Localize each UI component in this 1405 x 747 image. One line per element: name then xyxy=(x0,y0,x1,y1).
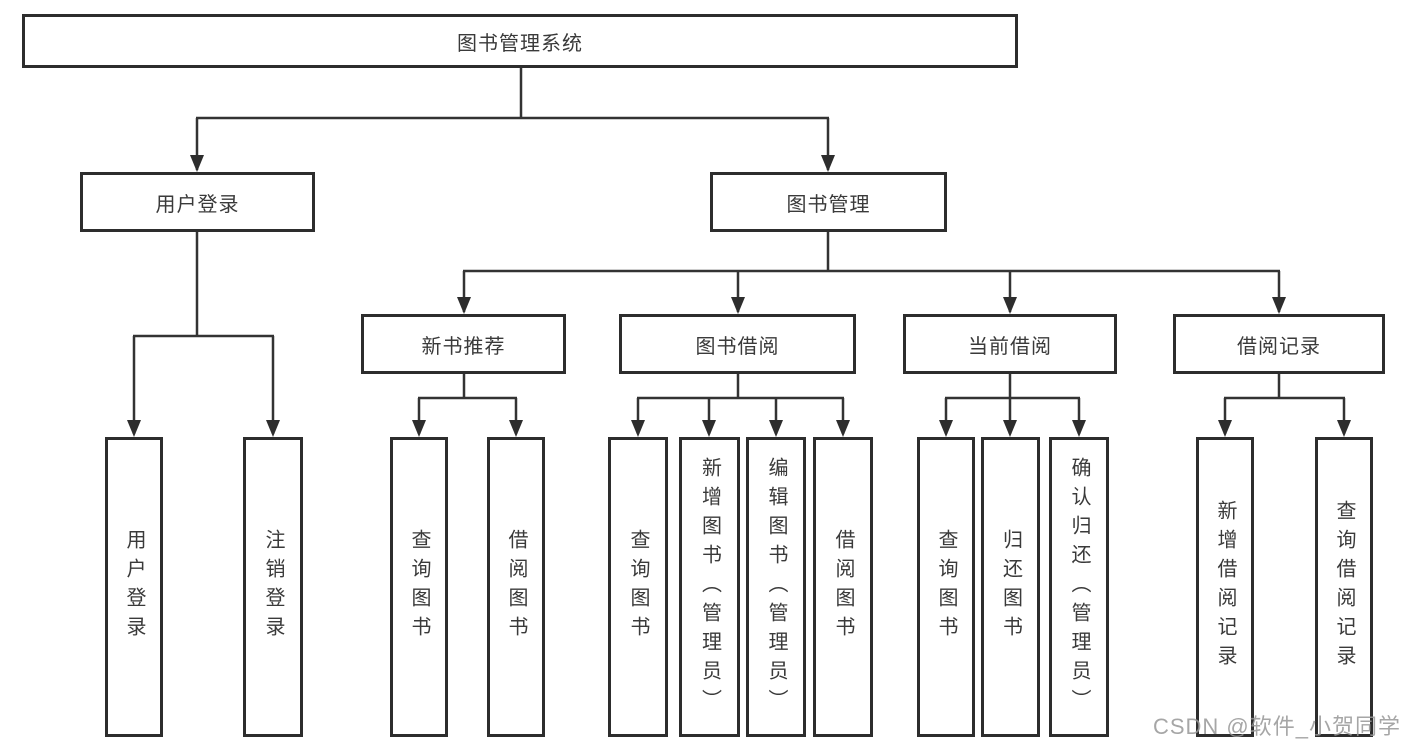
node-leaf-add-borrow-record-label: 新增借阅记录 xyxy=(1214,500,1236,674)
node-book-borrowing-label: 图书借阅 xyxy=(695,335,780,358)
node-leaf-confirm-return-admin-label: 确认归还（管理员） xyxy=(1068,456,1090,718)
node-user-login-label: 用户登录 xyxy=(155,193,240,216)
node-borrow-records-label: 借阅记录 xyxy=(1237,335,1321,358)
node-leaf-borrow-books-recommend-label: 借阅图书 xyxy=(505,529,527,645)
node-leaf-query-books-current-label: 查询图书 xyxy=(935,529,957,645)
node-borrow-records: 借阅记录 xyxy=(1173,314,1385,374)
node-leaf-edit-books-admin: 编辑图书（管理员） xyxy=(746,437,806,737)
node-new-book-recommend: 新书推荐 xyxy=(361,314,566,374)
connector-borrowing-to-leaves xyxy=(636,374,845,434)
node-current-borrowing-label: 当前借阅 xyxy=(968,335,1052,358)
node-leaf-query-borrow-record: 查询借阅记录 xyxy=(1315,437,1373,737)
node-leaf-query-books-borrowing-label: 查询图书 xyxy=(627,529,649,645)
node-leaf-user-login: 用户登录 xyxy=(105,437,163,737)
node-user-login: 用户登录 xyxy=(80,172,315,232)
connector-bookmgmt-to-level3 xyxy=(462,232,1281,312)
node-leaf-confirm-return-admin: 确认归还（管理员） xyxy=(1049,437,1109,737)
node-leaf-borrow-books-recommend: 借阅图书 xyxy=(487,437,545,737)
node-leaf-logout: 注销登录 xyxy=(243,437,303,737)
node-leaf-query-books-borrowing: 查询图书 xyxy=(608,437,668,737)
node-leaf-add-books-admin-label: 新增图书（管理员） xyxy=(698,456,721,718)
node-leaf-add-books-admin: 新增图书（管理员） xyxy=(679,437,740,737)
node-leaf-query-books-recommend: 查询图书 xyxy=(390,437,448,737)
node-leaf-add-borrow-record: 新增借阅记录 xyxy=(1196,437,1254,737)
node-leaf-borrow-books-borrowing: 借阅图书 xyxy=(813,437,873,737)
node-leaf-query-books-recommend-label: 查询图书 xyxy=(408,529,430,645)
connector-current-to-leaves xyxy=(944,374,1081,434)
node-leaf-edit-books-admin-label: 编辑图书（管理员） xyxy=(765,456,787,718)
node-leaf-borrow-books-borrowing-label: 借阅图书 xyxy=(832,529,854,645)
node-leaf-return-books: 归还图书 xyxy=(981,437,1040,737)
node-book-borrowing: 图书借阅 xyxy=(619,314,856,374)
node-leaf-logout-label: 注销登录 xyxy=(262,529,284,645)
arrowheads xyxy=(127,155,1351,437)
node-leaf-query-books-current: 查询图书 xyxy=(917,437,975,737)
node-leaf-return-books-label: 归还图书 xyxy=(999,529,1022,645)
node-new-book-recommend-label: 新书推荐 xyxy=(421,335,506,358)
node-book-management: 图书管理 xyxy=(710,172,947,232)
node-current-borrowing: 当前借阅 xyxy=(903,314,1117,374)
node-library-system: 图书管理系统 xyxy=(22,14,1018,68)
connector-records-to-leaves xyxy=(1223,374,1346,434)
connector-root-to-level2 xyxy=(195,66,830,170)
node-leaf-query-borrow-record-label: 查询借阅记录 xyxy=(1333,500,1355,674)
node-book-management-label: 图书管理 xyxy=(786,193,871,216)
node-leaf-user-login-label: 用户登录 xyxy=(123,529,145,645)
connector-recommend-to-leaves xyxy=(417,374,518,434)
connector-userlogin-to-leaves xyxy=(132,232,275,434)
node-library-system-label: 图书管理系统 xyxy=(457,32,583,55)
